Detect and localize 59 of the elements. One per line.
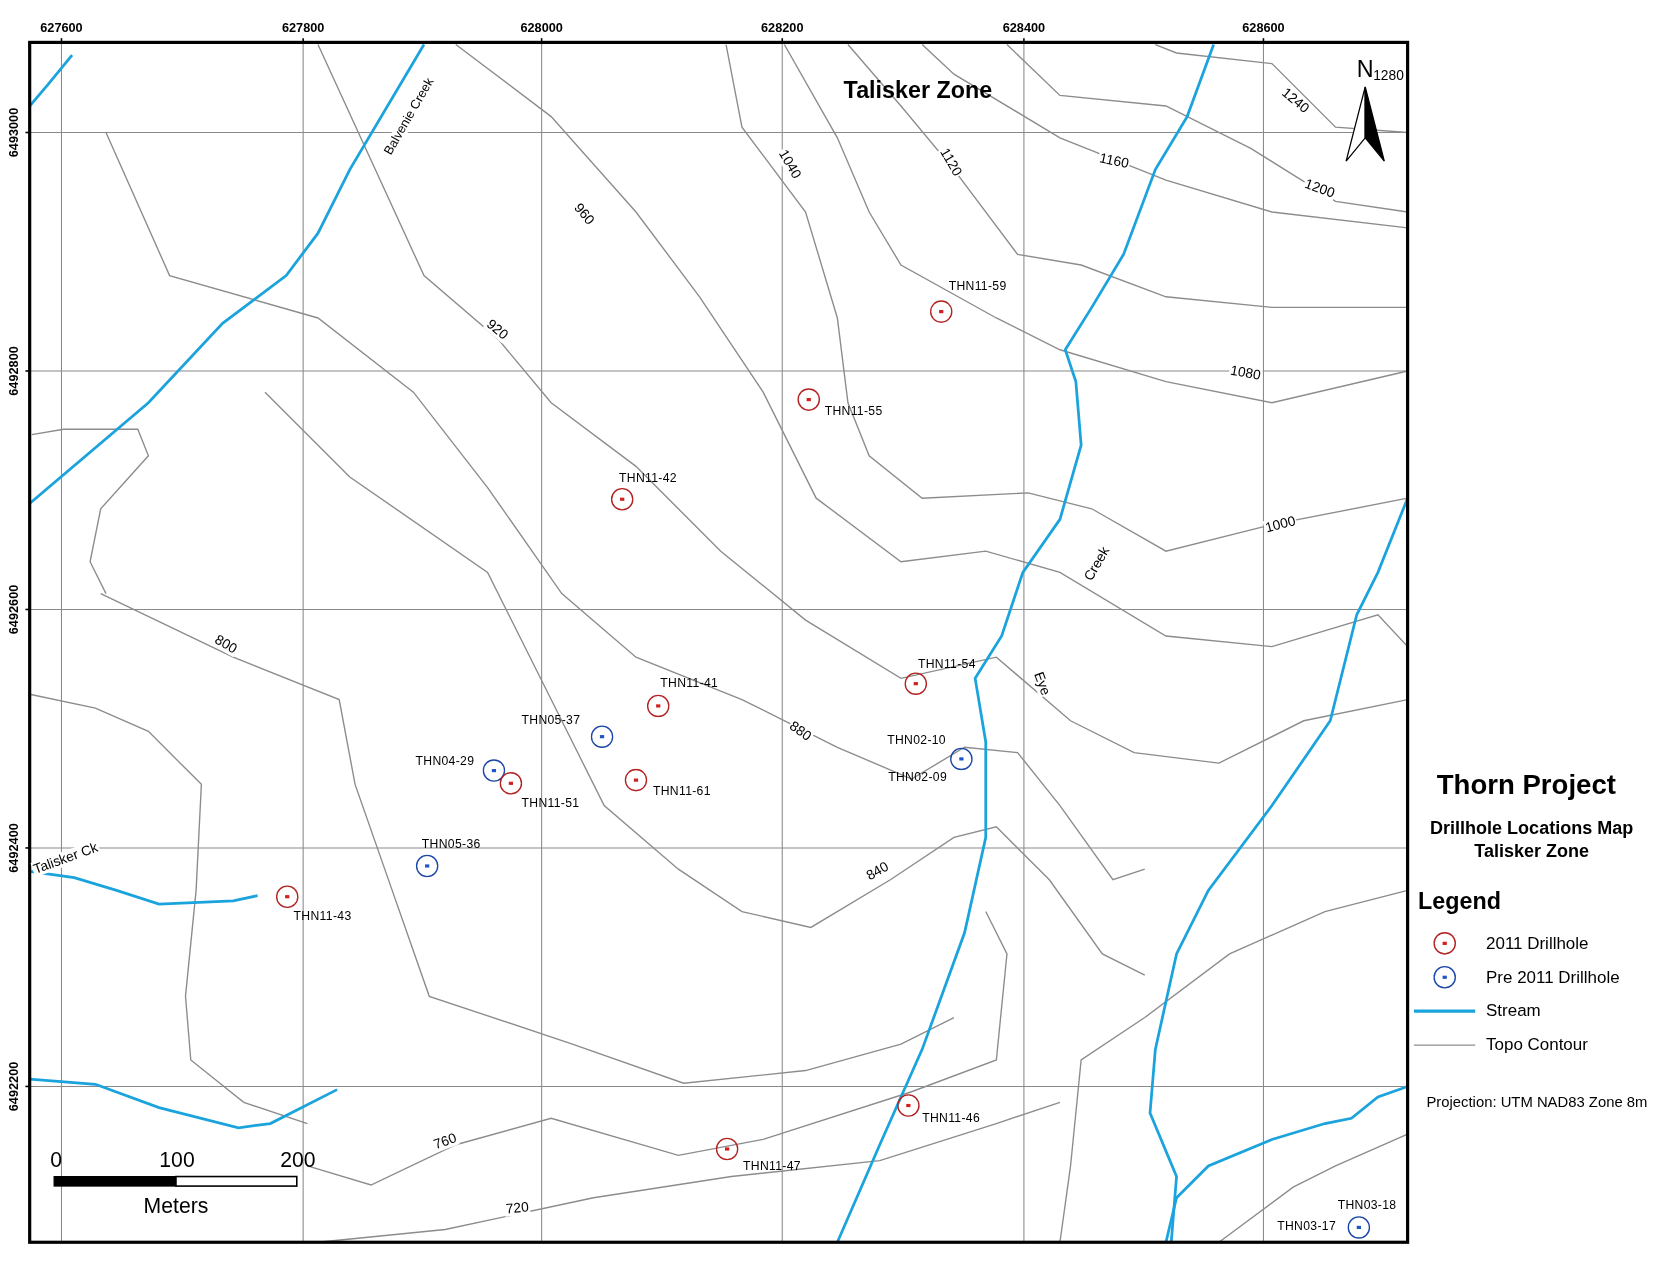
drillhole-label: THN11-47 [743, 1159, 801, 1173]
north-label: N [1356, 57, 1374, 83]
legend-text: Pre 2011 Drillhole [1486, 967, 1620, 987]
drillhole-label: THN04-29 [415, 754, 475, 769]
drillhole-marker [624, 768, 648, 792]
drillhole-label: THN11-54 [917, 657, 976, 671]
drillhole-label: THN05-37 [521, 713, 581, 727]
drillhole-label: THN02-09 [888, 770, 947, 784]
coordinate-label: 6492400 [7, 823, 22, 873]
coordinate-label: 6492600 [7, 584, 22, 635]
coordinate-label: 628400 [1002, 21, 1046, 36]
projection-note: Projection: UTM NAD83 Zone 8m [1426, 1094, 1648, 1111]
map-title: Talisker Zone [843, 78, 993, 104]
drillhole-label: THN05-36 [421, 837, 481, 851]
coordinate-label: 628000 [520, 21, 563, 36]
contour-label: 760 [430, 1130, 460, 1153]
legend-text: Topo Contour [1486, 1035, 1588, 1055]
drillhole-marker [646, 694, 670, 718]
scale-unit: Meters [143, 1193, 209, 1217]
scale-label: 0 [50, 1147, 63, 1172]
drillhole-label: THN02-10 [887, 733, 946, 747]
drillhole-marker [929, 299, 953, 324]
drillhole-marker [590, 725, 614, 749]
panel-title: Thorn Project [1436, 769, 1616, 800]
coordinate-label: 6493000 [7, 107, 22, 158]
drillhole-marker [904, 672, 928, 696]
coordinate-label: 628200 [761, 21, 804, 36]
drillhole-label: THN11-43 [293, 909, 352, 923]
legend-text: 2011 Drillhole [1486, 933, 1589, 953]
drillhole-label: THN11-51 [521, 796, 580, 810]
drillhole-marker [949, 747, 974, 771]
scale-label: 200 [280, 1147, 316, 1172]
drillhole-marker [415, 854, 439, 878]
drillhole-label: THN11-59 [948, 279, 1007, 294]
contour-label: 720 [504, 1199, 531, 1217]
coordinate-label: 6492200 [7, 1061, 22, 1112]
drillhole-marker [499, 771, 523, 795]
drillhole-label: THN03-17 [1277, 1218, 1336, 1233]
drillhole-label: THN11-55 [824, 404, 883, 419]
legend-heading: Legend [1418, 889, 1501, 915]
drillhole-label: THN03-18 [1337, 1198, 1397, 1213]
drillhole-marker [896, 1093, 921, 1118]
coordinate-label: 628600 [1242, 21, 1285, 36]
drillhole-label: THN11-42 [619, 471, 677, 486]
panel-subtitle: Drillhole Locations Map Talisker Zone [1429, 817, 1635, 864]
legend-text: Stream [1486, 1001, 1541, 1021]
drillhole-marker [715, 1137, 739, 1161]
drillhole-marker [797, 387, 821, 412]
coordinate-label: 627800 [281, 21, 325, 36]
coordinate-label: 6492800 [7, 346, 22, 396]
drillhole-marker [482, 758, 506, 783]
drillhole-marker [275, 885, 299, 909]
drillhole-marker [610, 487, 634, 511]
scale-label: 100 [159, 1147, 195, 1172]
drillhole-label: THN11-61 [652, 784, 711, 798]
drillhole-label: THN11-46 [922, 1111, 980, 1126]
drillhole-marker [1347, 1215, 1371, 1240]
drillhole-label: THN11-41 [660, 676, 719, 690]
coordinate-label: 627600 [40, 21, 83, 36]
